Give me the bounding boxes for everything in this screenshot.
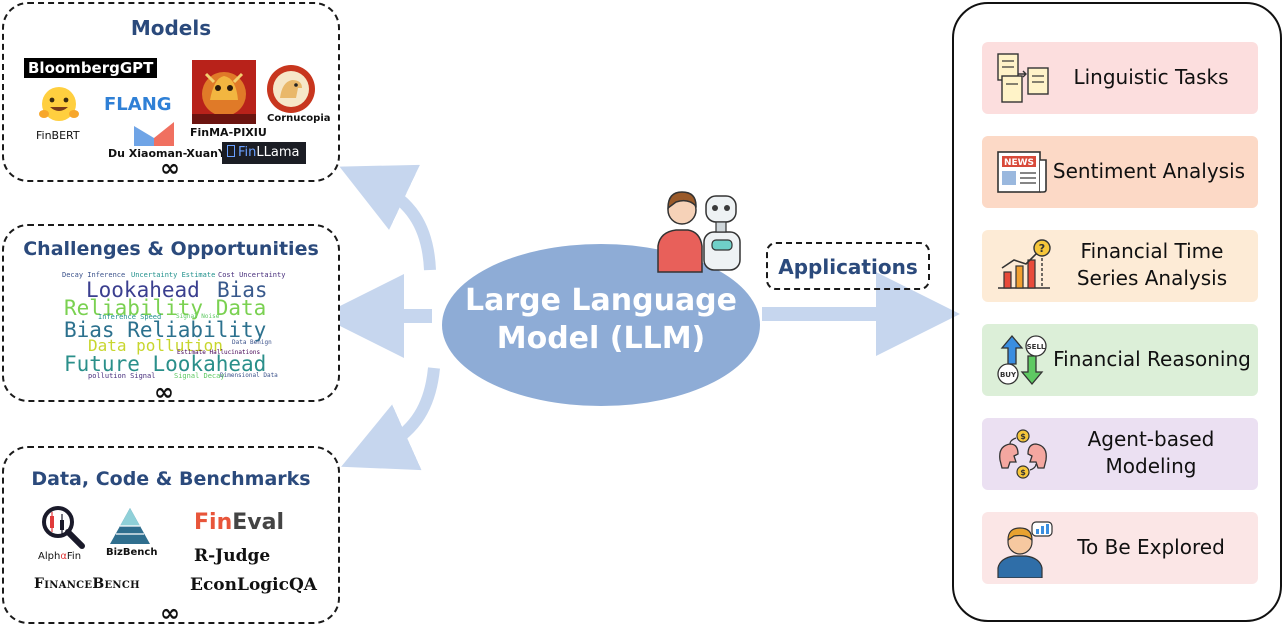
app-time-series-label: Financial Time Series Analysis [1076,239,1228,290]
word-cloud-term: Inference Speed [98,313,162,321]
finma-dragon-icon [192,60,256,124]
app-card-time-series: ? Financial Time Series Analysis [982,230,1258,302]
word-cloud-term: Future Lookahead [64,352,267,376]
models-infinity: ∞ [160,154,180,182]
word-cloud-term: Reliability Data [64,296,267,320]
agents-icon: $ $ [999,429,1047,479]
app-financial-reasoning-label: Financial Reasoning [1053,347,1251,371]
applications-panel [952,2,1282,622]
data-panel: Data, Code & Benchmarks AlphαFin BizBenc… [2,446,340,627]
app-card-sentiment-analysis: NEWS Sentiment Analysis [982,136,1258,208]
finllama-prefix: Fin [238,145,257,160]
bizbench-pyramid-icon [110,508,150,544]
cornucopia-logo-icon [267,65,315,113]
word-cloud-term: Dimensional Data [220,372,278,379]
fineval-prefix: Fin [194,510,233,535]
app-card-linguistic-tasks: Linguistic Tasks [982,42,1258,114]
econlogicqa-label: EconLogicQA [190,575,317,595]
challenges-panel: Challenges & Opportunities Decay Inferen… [2,224,340,406]
models-title: Models [130,16,212,40]
bar-chart-icon: ? [998,239,1051,289]
alphafin-magnifier-icon [42,506,85,549]
financebench-label: FinanceBench [34,576,140,592]
flang-label: FLANG [104,94,172,115]
buy-sell-icon: BUY SELL [997,334,1047,386]
app-card-agent-based: $ $ Agent-based Modeling [982,418,1258,490]
word-cloud-term: Data Benign [232,339,272,346]
finma-label: FinMA-PIXIU [190,126,267,139]
thinker-icon [997,521,1053,578]
alphafin-label-a: Alph [38,551,61,562]
arrow-to-data [341,367,440,471]
finbert-label: FinBERT [36,129,80,142]
bloomberggpt-logo: BloombergGPT [24,58,158,78]
word-cloud-term: Cost Uncertainty [218,271,286,279]
llm-ellipse [442,244,760,406]
app-agent-based-label: Agent-based Modeling [1087,427,1215,478]
word-cloud-term: Bias [217,278,268,302]
data-infinity: ∞ [160,599,180,627]
app-card-financial-reasoning: BUY SELL Financial Reasoning [982,324,1258,396]
word-cloud-term: Decay Inference [62,271,126,279]
documents-icon [997,53,1049,103]
newspaper-icon: NEWS [997,151,1047,193]
word-cloud-term: Estimate Hallucinations [177,349,261,356]
arrow-to-models [339,164,436,271]
sell-icon-text: SELL [1027,343,1046,351]
finllama-logo: FinLLama [222,142,306,164]
word-cloud-term: Uncertainty Estimate [131,271,216,279]
xuanyuan-label: Du Xiaoman-XuanYuan [108,147,249,160]
app-sentiment-analysis-label: Sentiment Analysis [1052,159,1246,183]
word-cloud-term: Data pollution [88,336,223,355]
applications-label: Applications [778,255,918,279]
app-linguistic-tasks-label: Linguistic Tasks [1073,65,1229,89]
coin-icon-text: $ [1020,468,1026,477]
llm-title: Large Language Model (LLM) [442,282,760,358]
news-icon-text: NEWS [1004,158,1034,168]
finllama-suffix: LLama [256,145,300,160]
rjudge-label: R-Judge [194,546,271,566]
buy-icon-text: BUY [1000,371,1017,379]
word-cloud-term: Signal Decay [174,372,225,380]
llm-title-line1: Large Language [464,283,738,318]
bloomberggpt-label: BloombergGPT [28,59,154,77]
fineval-logo: FinEval [194,510,284,535]
word-cloud-term: pollution Signal [88,372,156,380]
challenges-infinity: ∞ [154,378,174,406]
applications-label-box [766,242,930,290]
alphafin-label-b: α [60,551,67,562]
word-cloud-term: Bias Reliability [64,318,267,342]
word-cloud-term: Lookahead [86,278,200,302]
xuanyuan-logo-icon [134,122,174,146]
llm-title-line2: Model (LLM) [496,321,706,356]
svg-text:?: ? [1039,242,1045,255]
challenges-title: Challenges & Opportunities [23,238,319,260]
coin-icon-text: $ [1020,432,1026,441]
app-card-to-be-explored: To Be Explored [982,512,1258,584]
models-panel: Models BloombergGPT FinBERT FLANG Du Xia… [2,2,340,182]
fineval-suffix: Eval [232,510,284,535]
app-to-be-explored-label: To Be Explored [1077,535,1225,559]
data-title: Data, Code & Benchmarks [31,468,311,490]
alphafin-label: AlphαFin [38,551,81,562]
alphafin-label-c: Fin [66,551,82,562]
hugging-face-icon [39,87,79,121]
bizbench-label: BizBench [106,547,158,558]
person-robot-icon [657,191,741,273]
word-cloud-term: Signal Noise [176,313,220,320]
finllama-glyph-icon [227,145,235,157]
cornucopia-label: Cornucopia [267,113,331,124]
